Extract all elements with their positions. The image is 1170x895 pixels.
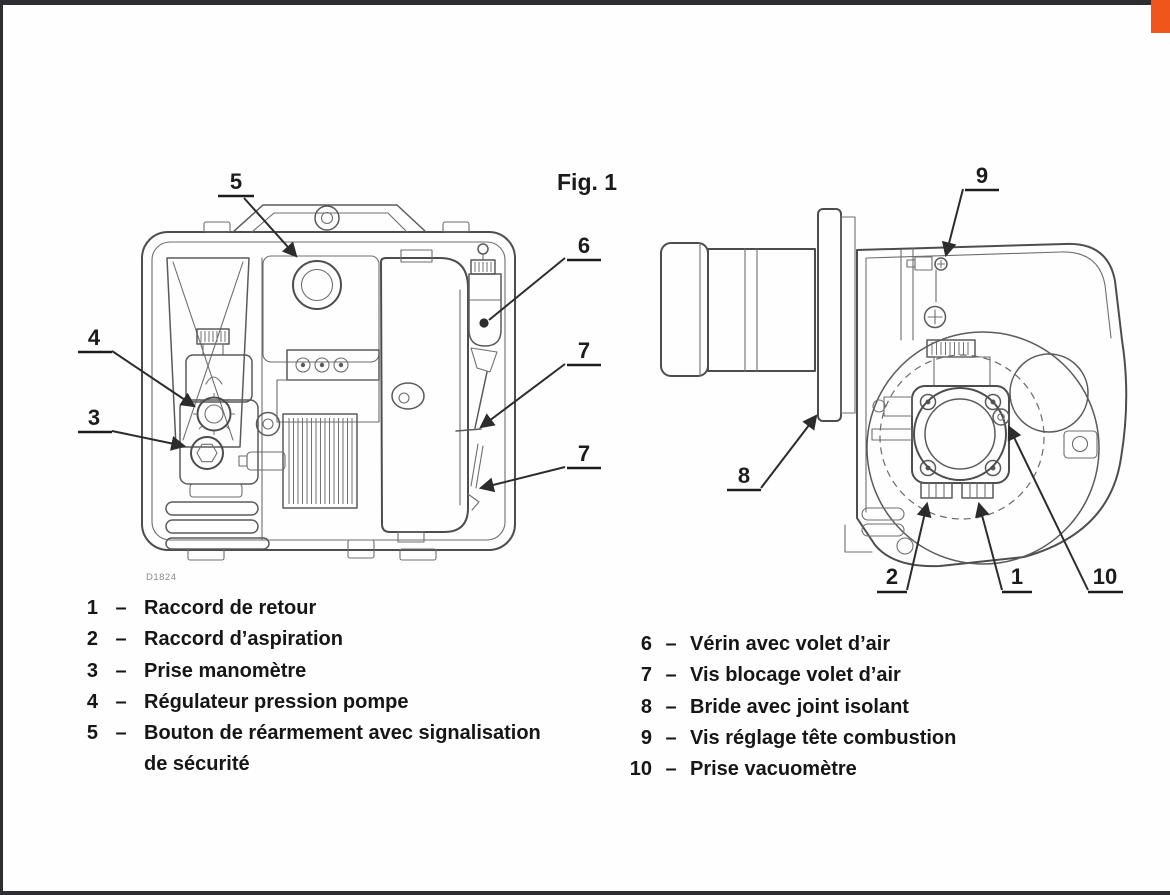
legend-num: 1 xyxy=(86,597,98,619)
callout-6: 6 xyxy=(479,233,601,328)
head-adjust-screw xyxy=(934,257,948,271)
legend-column-right: 6 – Vérin avec volet d’air 7 – Vis bloca… xyxy=(600,629,1030,785)
top-frame-bar xyxy=(0,0,1151,5)
callout-10-number: 10 xyxy=(1093,564,1117,589)
legend-dash: – xyxy=(665,664,677,687)
bottom-frame-bar xyxy=(0,891,1170,895)
legend-dash: – xyxy=(665,695,677,718)
legend-label: Raccord de retour xyxy=(144,597,317,619)
legend-dash: – xyxy=(115,628,127,651)
legend-num: 6 xyxy=(640,633,652,655)
callout-3-number: 3 xyxy=(88,405,100,430)
callout-3: 3 xyxy=(78,405,187,451)
legend-num: 2 xyxy=(86,628,98,651)
legend-row-1: 1 – Raccord de retour xyxy=(76,593,556,624)
legend-row-7: 7 – Vis blocage volet d’air xyxy=(600,660,1030,691)
legend-label: Prise vacuomètre xyxy=(690,758,857,781)
pressure-regulator xyxy=(196,396,232,432)
legend-label: Vis blocage volet d’air xyxy=(690,664,901,687)
legend-num: 5 xyxy=(86,722,98,745)
callout-7-upper: 7 xyxy=(479,338,601,429)
legend-row-5: 5 – Bouton de réarmement avec signalisat… xyxy=(76,718,556,781)
legend-row-4: 4 – Régulateur pression pompe xyxy=(76,687,556,718)
drawing-code: D1824 xyxy=(146,572,177,583)
legend-row-6: 6 – Vérin avec volet d’air xyxy=(600,629,1030,660)
legend-dash: – xyxy=(665,633,677,655)
burner-side-view-drawing xyxy=(660,208,1128,568)
legend-row-10: 10 – Prise vacuomètre xyxy=(600,754,1030,785)
air-damper-jack xyxy=(455,243,502,511)
legend-column-left: 1 – Raccord de retour 2 – Raccord d’aspi… xyxy=(76,593,556,781)
legend-row-9: 9 – Vis réglage tête combustion xyxy=(600,723,1030,754)
oil-pump xyxy=(911,385,1010,499)
callout-4-number: 4 xyxy=(88,325,101,350)
legend-dash: – xyxy=(115,690,127,713)
callout-4: 4 xyxy=(78,325,196,408)
legend-dash: – xyxy=(665,726,677,749)
callout-8: 8 xyxy=(727,414,818,492)
legend-num: 9 xyxy=(640,726,652,749)
legend-num: 3 xyxy=(86,659,98,682)
figure-label: Fig. 1 xyxy=(557,169,617,195)
manometer-port xyxy=(190,436,224,470)
callout-7-lower-number: 7 xyxy=(578,441,590,466)
callout-9: 9 xyxy=(941,163,999,258)
legend-row-3: 3 – Prise manomètre xyxy=(76,656,556,687)
legend-label: Vis réglage tête combustion xyxy=(690,726,957,749)
left-frame-bar xyxy=(0,0,3,895)
callout-5-number: 5 xyxy=(230,169,242,194)
legend-num: 8 xyxy=(640,695,652,718)
callout-7-upper-number: 7 xyxy=(578,338,590,363)
legend-row-8: 8 – Bride avec joint isolant xyxy=(600,692,1030,723)
callout-1-number: 1 xyxy=(1011,564,1023,589)
callout-7-lower: 7 xyxy=(478,441,601,493)
callout-2: 2 xyxy=(877,501,932,594)
callout-8-number: 8 xyxy=(738,463,750,488)
vacuometer-port xyxy=(992,408,1010,426)
legend-dash: – xyxy=(665,758,677,781)
burner-front-view-drawing: D1824 xyxy=(141,204,516,583)
legend-label: Bride avec joint isolant xyxy=(690,695,909,718)
legend-num: 7 xyxy=(640,664,652,687)
legend-label-line2: de sécurité xyxy=(144,753,250,776)
callout-2-number: 2 xyxy=(886,564,898,589)
callout-6-number: 6 xyxy=(578,233,590,258)
legend-row-2: 2 – Raccord d’aspiration xyxy=(76,624,556,655)
callout-1: 1 xyxy=(975,501,1032,594)
callout-5: 5 xyxy=(218,169,298,258)
legend-label: Vérin avec volet d’air xyxy=(690,633,891,655)
legend-dash: – xyxy=(115,722,127,745)
callout-10: 10 xyxy=(1007,424,1123,594)
legend-num: 10 xyxy=(629,758,652,781)
orange-corner-tab xyxy=(1151,0,1170,33)
mounting-flange xyxy=(817,208,842,422)
legend-num: 4 xyxy=(86,690,98,713)
legend-label: Raccord d’aspiration xyxy=(144,628,343,651)
legend-dash: – xyxy=(115,659,127,682)
legend-label: Régulateur pression pompe xyxy=(144,690,409,713)
legend-label: Prise manomètre xyxy=(144,659,307,682)
callout-9-number: 9 xyxy=(976,163,988,188)
pump-assembly xyxy=(179,328,281,498)
legend-label: Bouton de réarmement avec signalisation d… xyxy=(144,718,556,781)
legend-dash: – xyxy=(115,597,127,619)
legend-label-line1: Bouton de réarmement avec signalisation xyxy=(144,722,541,745)
